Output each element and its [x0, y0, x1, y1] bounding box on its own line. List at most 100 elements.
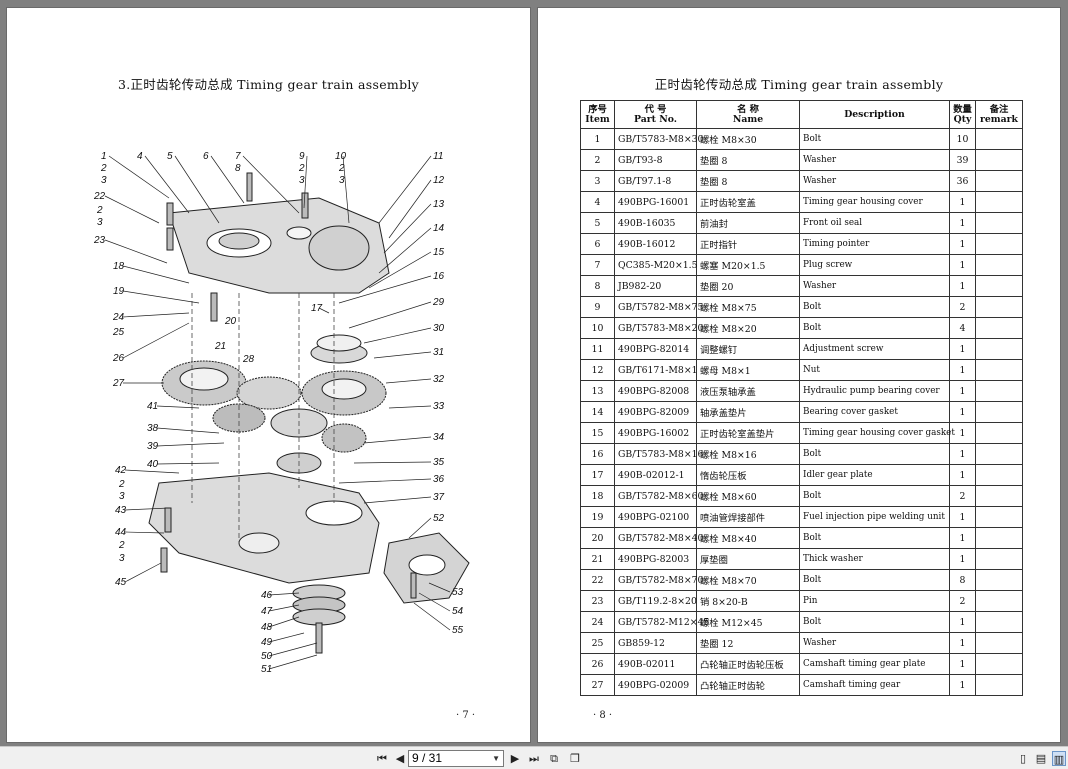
callout-label: 2: [96, 205, 103, 216]
cell-part-no: GB/T5782-M8×70: [614, 569, 703, 591]
callout-label: 3: [299, 175, 305, 186]
callout-label: 32: [433, 374, 445, 385]
cell-qty: 8: [949, 569, 976, 591]
cell-description: Camshaft timing gear plate: [799, 653, 950, 675]
cell-item: 3: [580, 170, 615, 192]
callout-label: 9: [299, 151, 305, 162]
callout-label: 22: [93, 191, 106, 202]
cell-name: 前油封: [696, 212, 800, 234]
callout-label: 3: [339, 175, 345, 186]
cell-item: 10: [580, 317, 615, 339]
single-page-view-icon[interactable]: ▯: [1019, 752, 1027, 765]
cell-item: 21: [580, 548, 615, 570]
cell-item: 27: [580, 674, 615, 696]
callout-label: 28: [242, 354, 255, 365]
callout-label: 10: [335, 151, 347, 162]
cell-remark: [975, 401, 1023, 423]
cell-description: Front oil seal: [799, 212, 950, 234]
cell-item: 11: [580, 338, 615, 360]
cell-qty: 2: [949, 485, 976, 507]
two-page-view-icon[interactable]: ▥: [1052, 751, 1066, 766]
callout-label: 20: [224, 316, 237, 327]
cell-item: 16: [580, 443, 615, 465]
cell-qty: 1: [949, 674, 976, 696]
cell-remark: [975, 527, 1023, 549]
cell-name: 螺塞 M20×1.5: [696, 254, 800, 276]
callout-label: 54: [452, 606, 464, 617]
cell-remark: [975, 128, 1023, 150]
cell-description: Bolt: [799, 569, 950, 591]
callout-label: 1: [101, 151, 107, 162]
page-number-select[interactable]: 9 / 31 ▼: [408, 750, 504, 767]
cell-part-no: 490BPG-82003: [614, 548, 697, 570]
copy-alt-icon[interactable]: ❐: [570, 752, 580, 765]
callout-label: 50: [261, 651, 273, 662]
callout-label: 46: [261, 590, 273, 601]
callout-label: 14: [433, 223, 445, 234]
copy-icon[interactable]: ⧉: [550, 752, 558, 765]
cell-item: 6: [580, 233, 615, 255]
cell-description: Hydraulic pump bearing cover: [799, 380, 950, 402]
callout-label: 51: [261, 664, 272, 675]
cell-name: 螺栓 M8×75: [696, 296, 800, 318]
callout-label: 44: [115, 527, 127, 538]
cell-part-no: JB982-20: [614, 275, 697, 297]
cell-description: Bearing cover gasket: [799, 401, 950, 423]
callout-label: 39: [147, 441, 159, 452]
continuous-view-icon[interactable]: ▤: [1035, 752, 1047, 765]
cell-description: Idler gear plate: [799, 464, 950, 486]
cell-name: 厚垫圈: [696, 548, 800, 570]
cell-name: 螺栓 M12×45: [696, 611, 800, 633]
callout-label: 36: [433, 474, 445, 485]
cell-qty: 1: [949, 191, 976, 213]
callout-label: 6: [203, 151, 209, 162]
cell-name: 垫圈 20: [696, 275, 800, 297]
callout-label: 38: [147, 423, 159, 434]
cell-item: 2: [580, 149, 615, 171]
callout-label: 13: [433, 199, 445, 210]
cell-remark: [975, 548, 1023, 570]
cell-qty: 39: [949, 149, 976, 171]
cell-part-no: 490BPG-16001: [614, 191, 697, 213]
cell-part-no: 490B-02012-1: [614, 464, 697, 486]
callout-label: 53: [452, 587, 464, 598]
first-page-icon[interactable]: ⏮: [377, 752, 387, 765]
callout-label: 24: [112, 312, 125, 323]
viewer-toolbar: ⏮ ◀ 9 / 31 ▼ ▶ ⏭ ⧉ ❐ ▯ ▤ ▥: [0, 746, 1068, 769]
cell-qty: 36: [949, 170, 976, 192]
cell-remark: [975, 170, 1023, 192]
cell-remark: [975, 653, 1023, 675]
cell-item: 23: [580, 590, 615, 612]
cell-remark: [975, 380, 1023, 402]
cell-remark: [975, 191, 1023, 213]
cell-name: 螺母 M8×1: [696, 359, 800, 381]
cell-qty: 1: [949, 212, 976, 234]
cell-part-no: GB/T97.1-8: [614, 170, 697, 192]
cell-description: Timing gear housing cover gasket: [799, 422, 955, 444]
cell-name: 垫圈 12: [696, 632, 800, 654]
cell-part-no: GB/T5782-M8×75: [614, 296, 703, 318]
callout-label: 23: [93, 235, 106, 246]
callout-label: 34: [433, 432, 445, 443]
callout-label: 40: [147, 459, 159, 470]
cell-qty: 1: [949, 359, 976, 381]
callout-label: 3: [101, 175, 107, 186]
callout-label: 52: [433, 513, 445, 524]
cell-name: 调整螺钉: [696, 338, 800, 360]
callout-label: 30: [433, 323, 445, 334]
last-page-icon[interactable]: ⏭: [529, 752, 539, 765]
prev-page-icon[interactable]: ◀: [395, 752, 405, 765]
cell-name: 凸轮轴正时齿轮压板: [696, 653, 800, 675]
next-page-icon[interactable]: ▶: [510, 752, 520, 765]
cell-name: 喷油管焊接部件: [696, 506, 800, 528]
page-number: · 8 ·: [593, 710, 613, 721]
